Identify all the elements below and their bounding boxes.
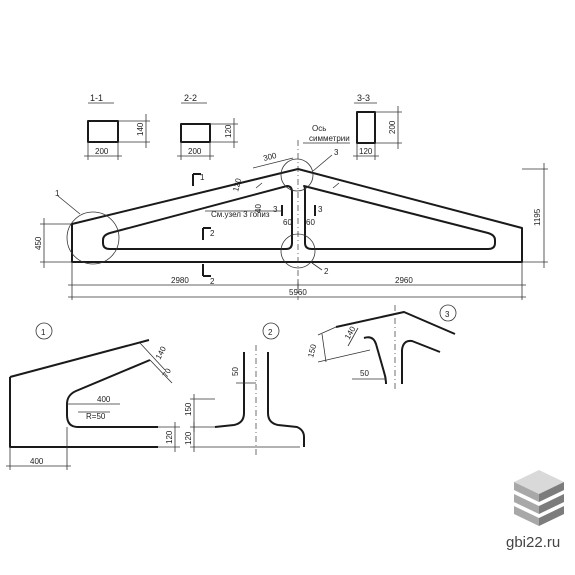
detail-3-left [363,336,387,385]
detail-3: 3 150 140 50 [306,304,457,392]
cut-marker-2a: 2 [202,227,215,240]
section-2-2-title: 2-2 [184,93,197,103]
dim-60-right: 60 [306,218,315,227]
logo-low-left [514,506,539,526]
detail-3-dim-140: 140 [343,324,358,341]
beam-opening-right [303,185,496,250]
section-2-2-width: 200 [188,147,202,156]
detail-3-top [335,311,456,335]
detail-3-badge [439,304,457,322]
section-3-3-rect [356,111,376,144]
svg-text:2: 2 [210,277,215,286]
cut-marker-1: 1 [192,173,205,186]
logo-mid-left [514,494,539,514]
detail-1: 1 140 70 400 R=50 120 400 [6,322,180,470]
section-3-3-width: 120 [359,147,373,156]
watermark-logo-icon [514,470,564,526]
svg-text:3: 3 [273,205,278,214]
logo-low-right [539,506,564,526]
logo-top-left [514,482,539,502]
section-2-2-height: 120 [224,124,233,138]
svg-text:3: 3 [318,205,323,214]
node-note: См.узел 3 гопиз [211,210,270,219]
dim-2960: 2960 [395,276,413,285]
callout-circle-1 [66,211,120,265]
detail-3-label: 3 [445,310,450,319]
detail-1-dim-r: R=50 [86,412,106,421]
detail-2-right-flange [267,352,305,447]
detail-2-label: 2 [268,328,273,337]
detail-1-outline [9,339,158,448]
callout-label-3: 3 [334,148,339,157]
detail-3-dim-50: 50 [360,369,369,378]
svg-text:1: 1 [200,173,205,182]
section-3-3-height: 200 [388,120,397,134]
detail-1-dim-120: 120 [165,430,174,444]
logo-top-right [539,482,564,502]
main-beam: 1 3 2 Ось симметрии 300 1 2 2 [34,124,548,300]
beam-outline [71,168,523,263]
dim-1195: 1195 [533,208,542,226]
beam-opening-left [102,185,293,250]
callout-label-2: 2 [324,267,329,276]
section-3-3: 3-3 200 120 [353,93,402,160]
detail-3-right [401,339,441,384]
dim-40: 40 [254,204,263,213]
svg-text:2: 2 [210,229,215,238]
axis-label-2: симметрии [309,134,350,143]
detail-3-dim-150: 150 [306,343,318,359]
section-1-1: 1-1 140 200 [84,93,150,160]
cut-marker-2b: 2 [202,264,215,286]
logo-mid-right [539,494,564,514]
detail-2-badge [262,322,280,340]
cut-marker-3: 3 3 [273,205,323,216]
callout-label-1: 1 [55,189,60,198]
section-1-1-rect [87,120,119,143]
detail-2-dim-120: 120 [184,431,193,445]
dim-300: 300 [262,151,278,163]
axis-label-1: Ось [312,124,326,133]
detail-1-dim-140: 140 [154,344,168,360]
section-3-3-title: 3-3 [357,93,370,103]
dim-450: 450 [34,236,43,250]
detail-1-dim-400-top: 400 [97,395,111,404]
detail-1-badge [35,322,53,340]
section-1-1-height: 140 [136,122,145,136]
section-1-1-title: 1-1 [90,93,103,103]
detail-1-opening [66,359,158,428]
watermark-text: gbi22.ru [506,534,561,551]
dim-2980: 2980 [171,276,189,285]
callout-circle-2 [280,233,316,269]
detail-2-left-flange [214,352,245,428]
dim-60-left: 60 [283,218,292,227]
detail-1-dim-400-bottom: 400 [30,457,44,466]
detail-2: 2 50 150 120 [184,322,305,455]
callout-circle-3 [280,158,314,192]
detail-2-dim-50: 50 [231,367,240,376]
dim-120: 120 [231,177,243,193]
dim-5960: 5960 [289,288,307,297]
detail-1-label: 1 [41,328,46,337]
detail-2-dim-150: 150 [184,402,193,416]
section-2-2: 2-2 120 200 [177,93,238,160]
detail-1-dim-70: 70 [161,366,173,379]
section-2-2-rect [180,123,211,143]
section-1-1-width: 200 [95,147,109,156]
